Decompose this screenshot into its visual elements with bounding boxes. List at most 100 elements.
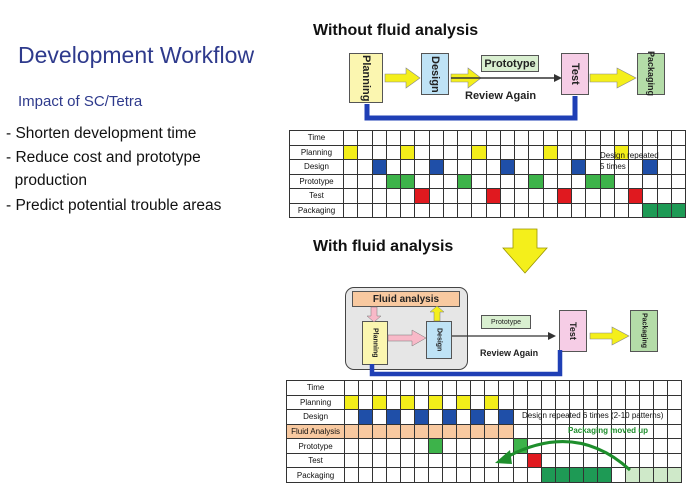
schedule-cell [499,144,516,160]
schedule-cell [456,202,473,218]
schedule-cell [528,202,544,218]
schedule-cell [358,409,374,425]
bullet-item: production [6,172,87,189]
schedule-cell [642,173,658,189]
schedule-cell [456,159,473,175]
schedule-cell [512,394,528,411]
schedule-cell [485,188,501,204]
schedule-cell [428,438,444,454]
schedule-cell [399,130,416,146]
schedule-cell [596,394,612,411]
schedule-row: Design [289,159,687,175]
schedule-cell [570,159,587,175]
schedule-cell [400,438,416,454]
test-box: Test [559,310,587,352]
schedule-cell [399,202,416,218]
schedule-cell [513,144,530,160]
schedule-cell [528,188,544,204]
packaging-box: Packaging [630,310,658,352]
schedule-row: Planning [289,144,687,160]
schedule-cell [471,159,487,175]
schedule-cell [386,409,402,425]
schedule-cell [499,130,516,146]
schedule-cell [342,130,359,146]
schedule-cell [357,144,373,160]
schedule-cell [344,394,360,411]
schedule-cell [471,202,487,218]
schedule-cell [470,394,486,411]
schedule-cell [414,438,430,454]
schedule-cell [385,173,402,189]
packaging-label: Packaging [640,313,648,349]
schedule-cell [542,173,558,189]
schedule-cell [526,394,542,411]
bottom-flow-arrows [366,305,630,377]
schedule-cell [499,159,516,175]
schedule-cell [400,423,416,440]
schedule-cell [484,409,500,425]
arrow-right-icon [589,67,637,89]
bullet-item: - Reduce cost and prototype [6,149,201,166]
schedule-cell [428,423,444,440]
schedule-cell [344,452,360,469]
schedule-cell [357,173,373,189]
page-title: Development Workflow [18,42,255,68]
schedule-cell [342,159,359,175]
schedule-cell [471,188,487,204]
schedule-cell [456,423,472,440]
schedule-cell [456,173,473,189]
schedule-cell [652,467,668,483]
schedule-cell [342,144,359,160]
schedule-cell [372,380,388,396]
schedule-cell [627,173,644,189]
row-label: Packaging [289,202,344,218]
schedule-cell [670,202,687,218]
schedule-cell [526,380,542,396]
schedule-cell [513,130,530,146]
schedule-cell [670,130,687,146]
schedule-row: Prototype [289,173,687,189]
schedule-cell [358,380,374,396]
schedule-cell [485,173,501,189]
schedule-cell [428,130,444,146]
review-again-label: Review Again [465,90,537,102]
schedule-cell [344,423,360,440]
schedule-cell [642,202,658,218]
schedule-cell [570,173,587,189]
row-label: Fluid Analysis [285,423,346,440]
schedule-cell [513,188,530,204]
schedule-cell [414,409,430,425]
row-label: Packaging [285,467,346,483]
schedule-cell [442,188,459,204]
design-repeated-note: Design repeated 5 times [600,151,659,171]
schedule-cell [471,144,487,160]
schedule-cell [638,438,654,454]
schedule-cell [556,188,573,204]
schedule-cell [554,380,570,396]
schedule-cell [613,130,630,146]
schedule-cell [666,467,683,483]
schedule-cell [528,130,544,146]
schedule-cell [638,452,654,469]
schedule-cell [582,380,598,396]
schedule-cell [556,130,573,146]
bullet-item: - Shorten development time [6,125,197,142]
schedule-cell [528,159,544,175]
planning-box: Planning [362,321,388,365]
schedule-cell [342,173,359,189]
schedule-cell [386,380,402,396]
prototype-label: Prototype [491,318,521,326]
subtitle: Impact of SC/Tetra [18,93,143,110]
schedule-cell [513,202,530,218]
arrow-head-icon [554,74,562,82]
schedule-cell [385,130,402,146]
schedule-cell [642,130,658,146]
schedule-cell [570,144,587,160]
row-label: Planning [289,144,344,160]
row-label: Planning [285,394,346,411]
schedule-cell [428,188,444,204]
schedule-cell [344,467,360,483]
row-label: Test [285,452,346,469]
packaging-label: Packaging [646,51,656,97]
schedule-cell [613,188,630,204]
